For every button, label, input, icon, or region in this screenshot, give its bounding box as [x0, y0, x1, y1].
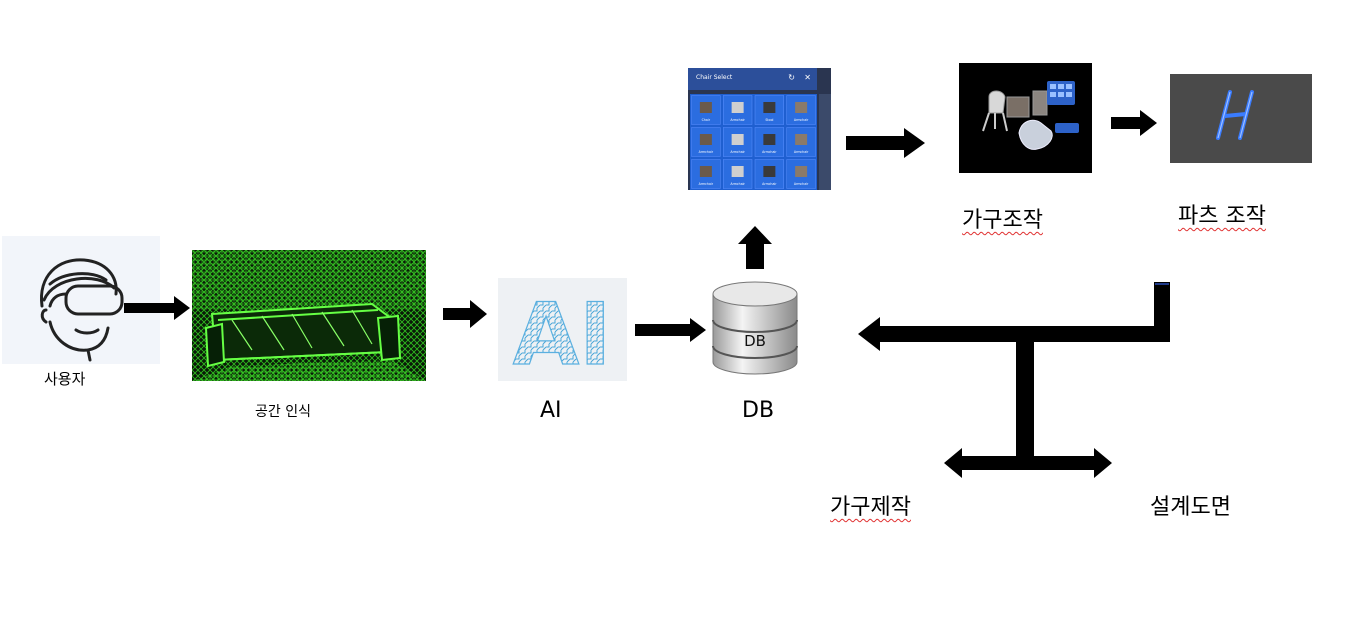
blueprint-label: 설계도면 [1150, 495, 1231, 520]
chair-thumbnail-icon [731, 102, 744, 113]
chair-select-title-bar: Chair Select ↻ ✕ [688, 68, 817, 90]
chair-tile[interactable]: Armchair [786, 127, 816, 157]
chair-tile[interactable]: Armchair [723, 127, 753, 157]
chair-thumbnail-icon [763, 102, 776, 113]
furniture-fabrication-label: 가구제작 [830, 495, 911, 520]
refresh-icon[interactable]: ↻ [788, 73, 795, 82]
chair-tile[interactable]: Armchair [754, 159, 784, 189]
point-cloud-image [192, 250, 426, 381]
arrow-chair-to-furniture [846, 128, 925, 158]
chair-thumbnail-icon [763, 134, 776, 145]
chair-tile[interactable]: Armchair [723, 95, 753, 125]
chair-thumbnail-icon [795, 166, 808, 177]
chair-select-title: Chair Select [696, 74, 733, 81]
chair-tile-label: Stool [765, 118, 773, 122]
database-cylinder-icon: DB [709, 280, 801, 380]
db-label: DB [742, 398, 775, 423]
chair-thumbnail-icon [795, 102, 808, 113]
chair-thumbnail-icon [795, 134, 808, 145]
vr-headset-user-icon [40, 258, 124, 362]
arrow-ai-to-db [635, 318, 706, 342]
chair-tile-label: Armchair [794, 150, 809, 154]
ai-logo-image: AI [498, 278, 627, 381]
user-label: 사용자 [44, 370, 86, 388]
chair-thumbnail-icon [731, 166, 744, 177]
user-node [2, 236, 160, 364]
chair-tile[interactable]: Armchair [786, 159, 816, 189]
ai-logo-text: AI [513, 285, 612, 381]
chair-tile[interactable]: Armchair [691, 127, 721, 157]
chair-tile-label: Armchair [762, 182, 777, 186]
parts-manipulation-image [1170, 74, 1312, 163]
ai-label: AI [540, 398, 562, 423]
chair-tile-label: Armchair [794, 118, 809, 122]
chair-thumbnail-icon [699, 166, 712, 177]
furniture-manipulation-image [959, 63, 1092, 173]
close-icon[interactable]: ✕ [804, 73, 811, 82]
chair-tile-label: Armchair [730, 182, 745, 186]
arrow-space-to-ai [443, 300, 487, 328]
chair-thumbnail-icon [763, 166, 776, 177]
chair-tile[interactable]: Armchair [723, 159, 753, 189]
db-cylinder-text: DB [744, 332, 766, 350]
chair-tile-label: Armchair [794, 182, 809, 186]
chair-tile[interactable]: Chair [691, 95, 721, 125]
furniture-manipulation-label: 가구조작 [962, 208, 1043, 233]
parts-manipulation-label: 파츠 조작 [1178, 204, 1266, 229]
arrow-db-to-chair-select [738, 226, 772, 269]
arrow-fabrication-blueprint [944, 448, 1112, 478]
side-scroll-strip[interactable] [819, 94, 831, 190]
chair-tile-label: Armchair [730, 118, 745, 122]
chair-tile-label: Armchair [730, 150, 745, 154]
chair-tile-label: Armchair [699, 182, 714, 186]
space-recognition-label: 공간 인식 [255, 404, 311, 420]
chair-thumbnail-icon [699, 134, 712, 145]
chair-tile-label: Chair [702, 118, 711, 122]
chair-thumbnail-icon [699, 102, 712, 113]
chair-tile[interactable]: Armchair [691, 159, 721, 189]
output-stem [1016, 326, 1034, 470]
chair-tile-label: Armchair [699, 150, 714, 154]
chair-tile[interactable]: Stool [754, 95, 784, 125]
feedback-vertical [1154, 282, 1170, 342]
chair-tile[interactable]: Armchair [754, 127, 784, 157]
chair-tile-label: Armchair [762, 150, 777, 154]
arrow-furniture-to-parts [1111, 110, 1157, 136]
arrow-feedback-to-db [858, 317, 1170, 351]
chair-tile[interactable]: Armchair [786, 95, 816, 125]
chair-thumbnail-icon [731, 134, 744, 145]
